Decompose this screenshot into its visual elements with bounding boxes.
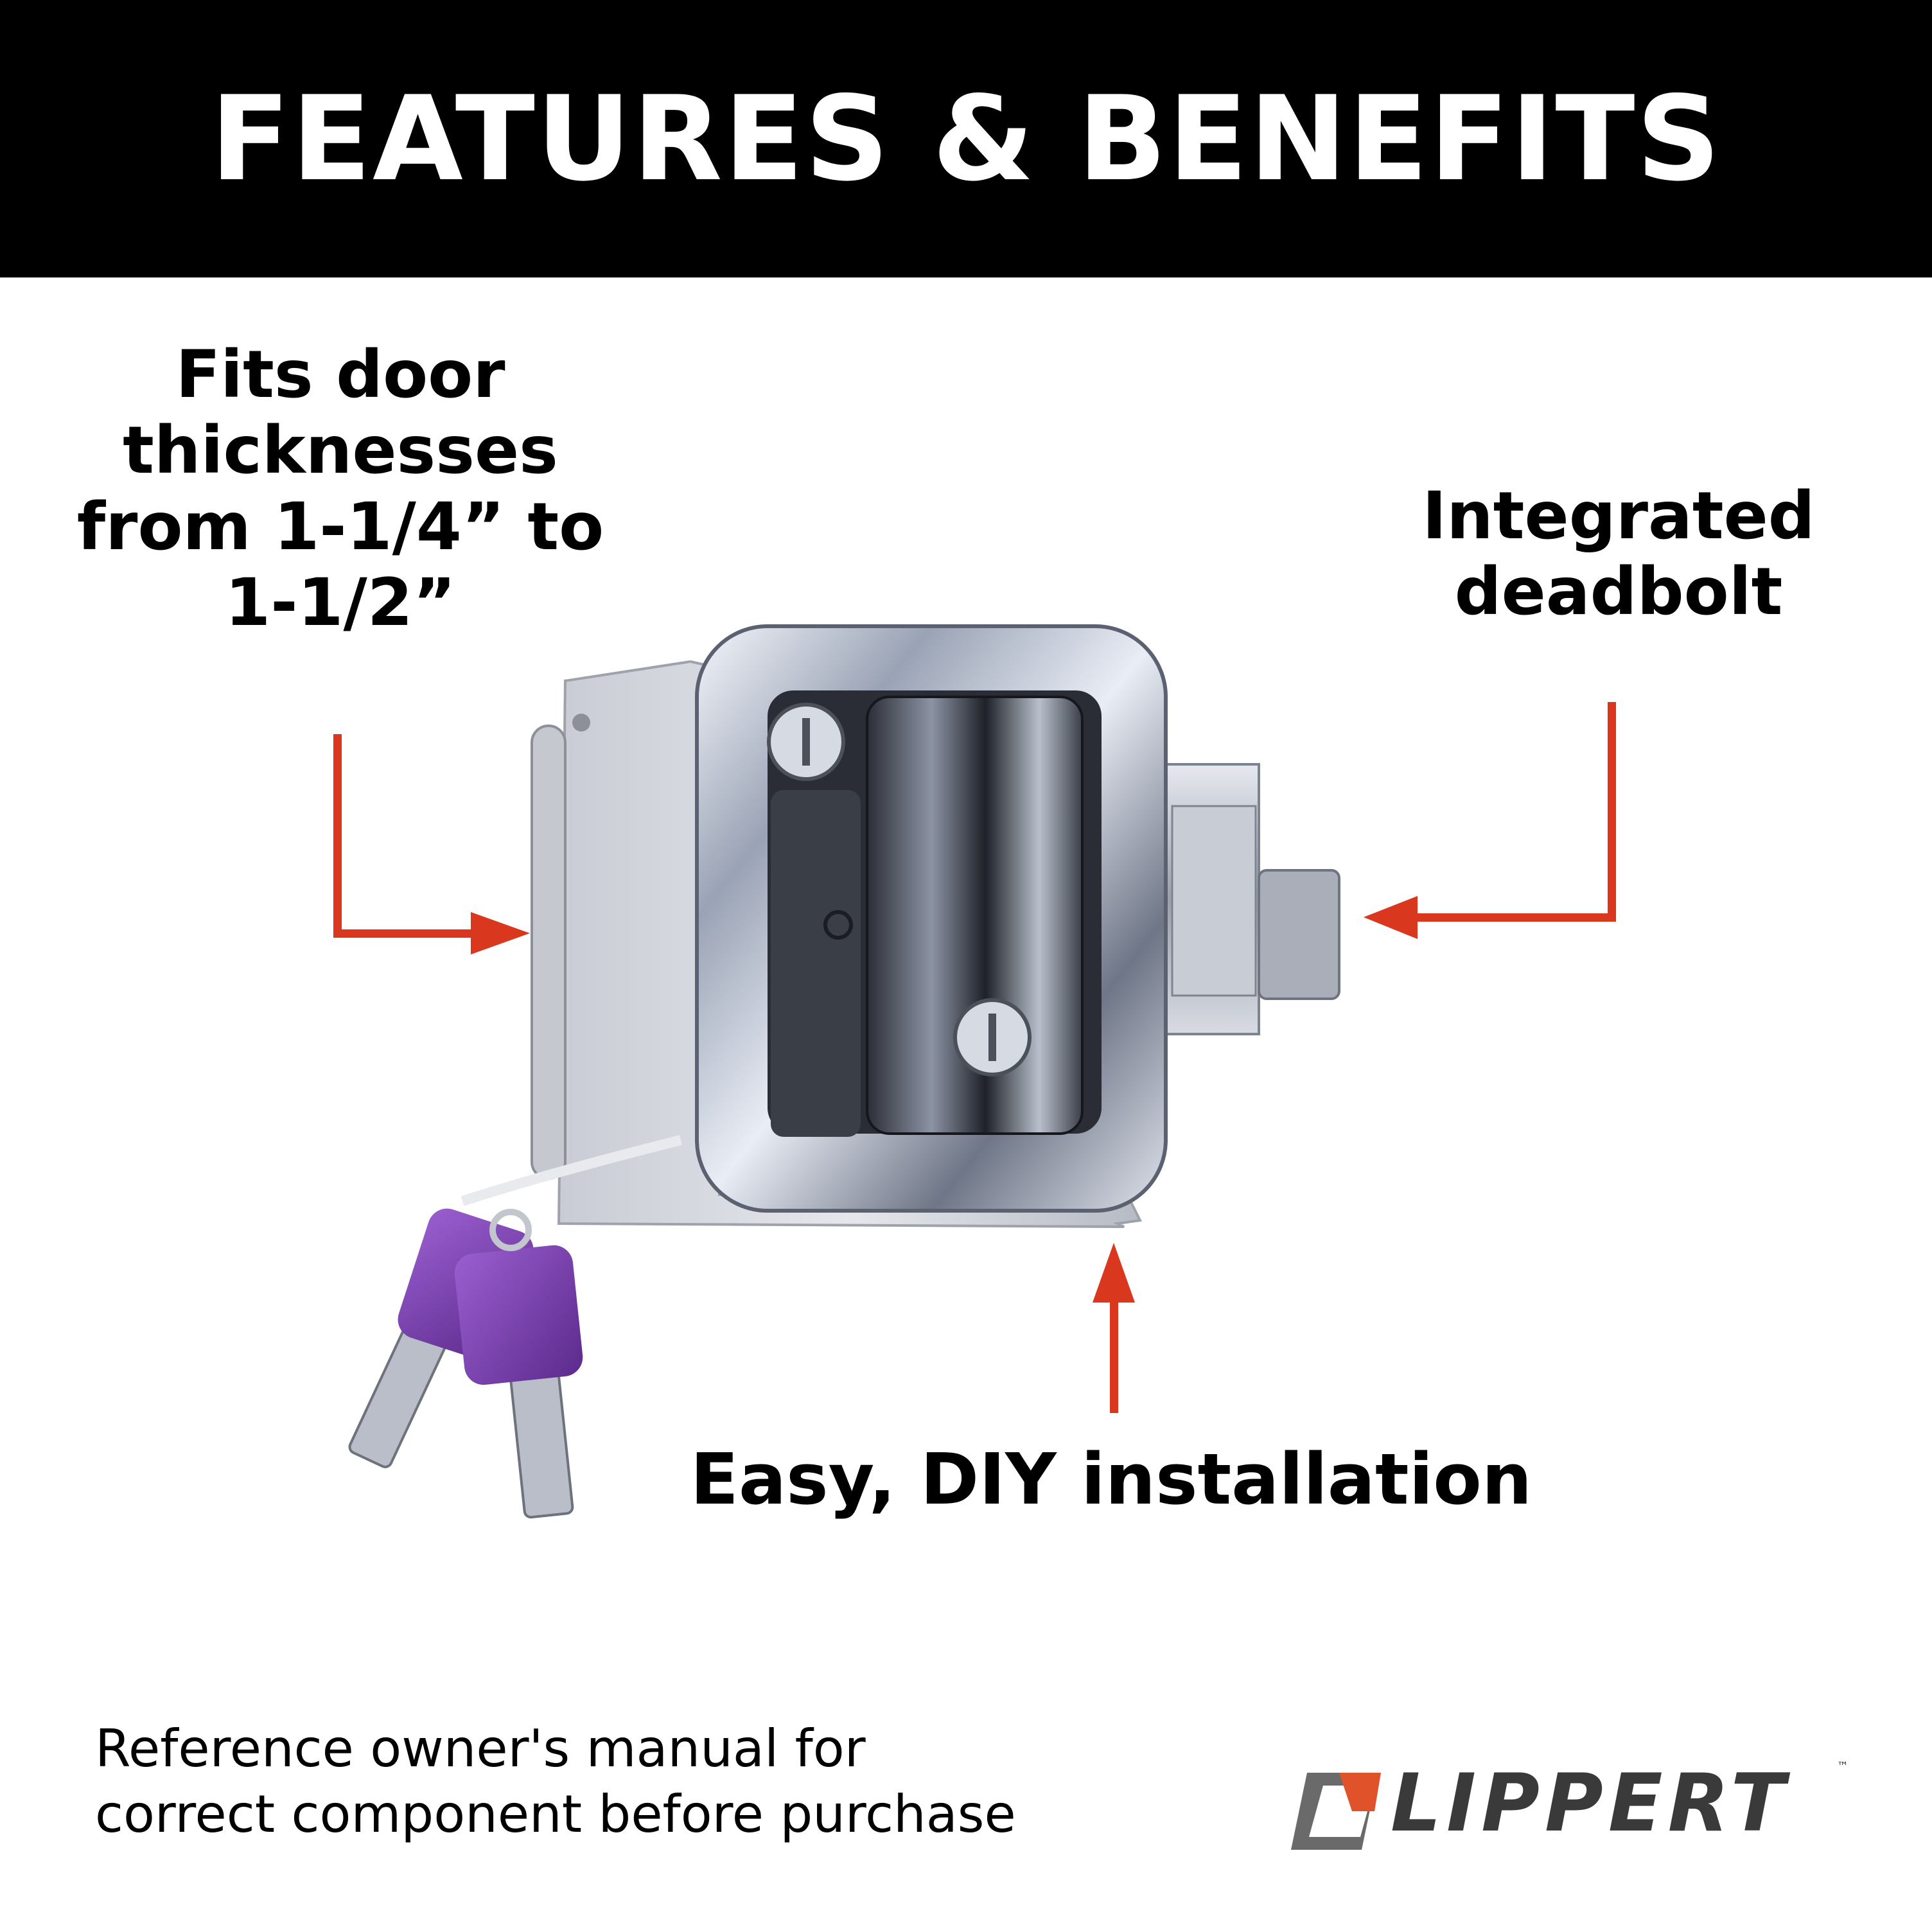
lippert-logo: LIPPERT ™ [1278,1760,1856,1863]
callout-door-thickness: Fits door thicknesses from 1-1/4” to 1-1… [76,337,604,641]
key-ring [489,1209,532,1251]
arrow-right-icon [333,734,530,954]
page-title: FEATURES & BENEFITS [210,71,1722,207]
arrow-up-icon [1093,1243,1135,1413]
arrow-left-icon [1364,702,1616,939]
key-shank-right [508,1358,574,1519]
header-banner: FEATURES & BENEFITS [0,0,1932,277]
callout-installation: Easy, DIY installation [690,1438,1532,1520]
logo-wordmark: LIPPERT [1391,1757,1791,1850]
lippert-logo-icon [1291,1773,1381,1850]
footer-note: Reference owner's manual for correct com… [95,1719,1016,1844]
key-head-right [454,1245,583,1385]
logo-trademark: ™ [1837,1760,1849,1773]
callout-deadbolt: Integrated deadbolt [1422,478,1815,631]
deadbolt [1258,869,1340,1000]
plate-rib [531,724,566,1180]
keys [348,1208,583,1519]
